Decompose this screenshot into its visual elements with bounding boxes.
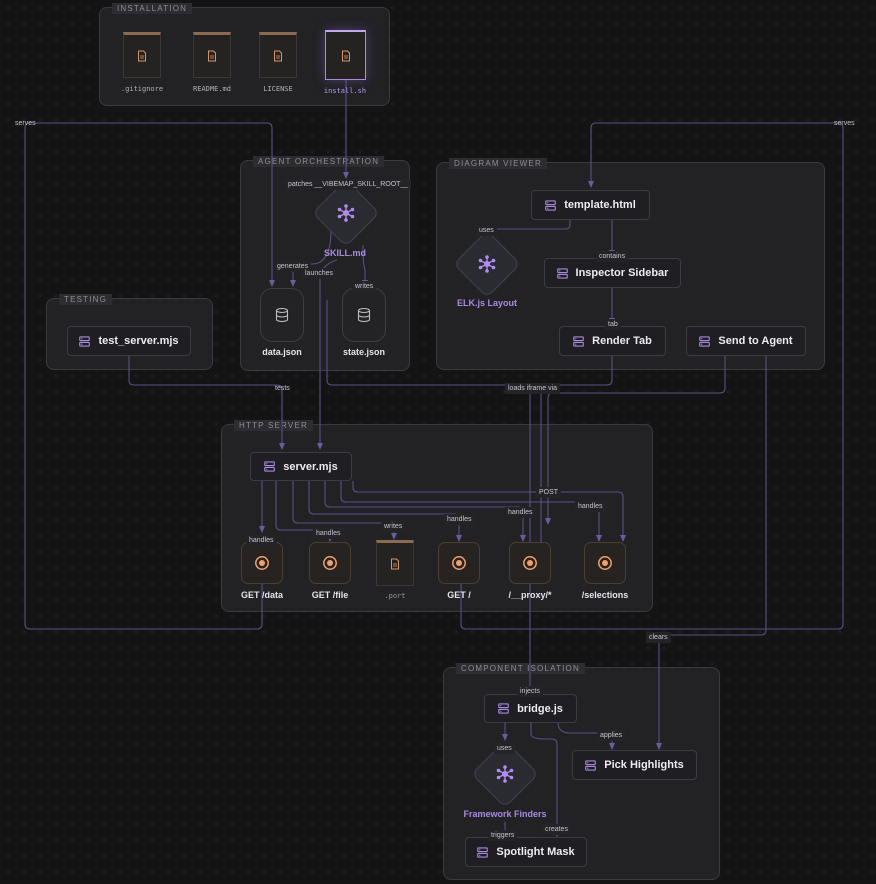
pick-highlights-node[interactable]: Pick Highlights xyxy=(572,750,697,780)
get-root-label: GET / xyxy=(447,590,471,600)
render-tab-node[interactable]: Render Tab xyxy=(559,326,666,356)
state-json-label: state.json xyxy=(342,347,385,357)
group-title-testing: TESTING xyxy=(59,294,113,305)
endpoint-icon xyxy=(522,555,538,571)
server-mjs-node[interactable]: server.mjs xyxy=(250,452,352,481)
bridge-js-node[interactable]: bridge.js xyxy=(484,694,577,723)
file-port-label: .port xyxy=(384,592,406,600)
server-icon xyxy=(477,847,488,858)
spotlight-mask-label: Spotlight Mask xyxy=(496,846,575,858)
get-root-node[interactable] xyxy=(438,542,480,584)
test-server-label: test_server.mjs xyxy=(98,335,179,347)
edge-tests xyxy=(128,356,285,450)
get-file-label: GET /file xyxy=(311,590,349,600)
file-icon xyxy=(206,50,218,62)
edge-loads-iframe xyxy=(538,356,613,572)
edge-writes-state xyxy=(362,244,368,287)
database-icon xyxy=(274,307,290,323)
bridge-js-label: bridge.js xyxy=(517,702,563,715)
elk-label: ELK.js Layout xyxy=(456,298,517,308)
server-icon xyxy=(699,336,710,347)
group-title-http-server: HTTP SERVER xyxy=(234,420,313,431)
data-json-label: data.json xyxy=(262,347,302,357)
file-icon xyxy=(389,558,401,570)
edge-applies xyxy=(557,721,615,750)
edge-selections-extra xyxy=(352,481,626,542)
proxy-label: /__proxy/* xyxy=(508,590,552,600)
edge-handles-proxy xyxy=(324,481,526,542)
selections-node[interactable] xyxy=(584,542,626,584)
file-license[interactable] xyxy=(259,32,297,78)
edge-serves-right xyxy=(460,122,844,630)
render-tab-label: Render Tab xyxy=(592,335,652,347)
send-to-agent-node[interactable]: Send to Agent xyxy=(686,326,806,356)
server-icon xyxy=(545,200,556,211)
edge-uses-elk xyxy=(484,219,571,241)
selections-label: /selections xyxy=(581,590,629,600)
server-mjs-label: server.mjs xyxy=(283,460,338,473)
server-icon xyxy=(585,760,596,771)
group-title-installation: INSTALLATION xyxy=(112,3,193,14)
edge-clears xyxy=(656,356,767,750)
get-data-node[interactable] xyxy=(241,542,283,584)
file-readme-label: README.md xyxy=(193,85,231,93)
file-readme[interactable] xyxy=(193,32,231,78)
hub-icon xyxy=(336,203,356,223)
inspector-sidebar-label: Inspector Sidebar xyxy=(575,267,669,279)
file-install-sh[interactable] xyxy=(325,30,366,80)
get-data-label: GET /data xyxy=(240,590,283,600)
send-to-agent-label: Send to Agent xyxy=(718,335,793,347)
server-icon xyxy=(498,703,509,714)
edge-creates xyxy=(530,722,560,837)
test-server-node[interactable]: test_server.mjs xyxy=(67,326,191,356)
pick-highlights-label: Pick Highlights xyxy=(604,759,684,771)
file-icon xyxy=(136,50,148,62)
file-install-sh-label: install.sh xyxy=(323,87,367,95)
file-icon xyxy=(340,50,352,62)
inspector-sidebar-node[interactable]: Inspector Sidebar xyxy=(544,258,681,288)
server-icon xyxy=(557,268,568,279)
file-gitignore[interactable] xyxy=(123,32,161,78)
get-file-node[interactable] xyxy=(309,542,351,584)
proxy-node[interactable] xyxy=(509,542,551,584)
template-html-node[interactable]: template.html xyxy=(531,190,650,220)
database-icon xyxy=(356,307,372,323)
edge-handles-root xyxy=(308,481,462,542)
edge-post xyxy=(545,356,726,525)
framework-finders-label: Framework Finders xyxy=(463,809,547,819)
server-icon xyxy=(264,461,275,472)
file-icon xyxy=(272,50,284,62)
edge-handles-file xyxy=(275,481,333,542)
template-html-label: template.html xyxy=(564,199,636,211)
spotlight-mask-node[interactable]: Spotlight Mask xyxy=(465,837,587,867)
group-title-component-isolation: COMPONENT ISOLATION xyxy=(456,663,585,674)
file-license-label: LICENSE xyxy=(263,85,293,93)
skill-label: SKILL.md xyxy=(324,248,366,258)
endpoint-icon xyxy=(254,555,270,571)
hub-icon xyxy=(495,764,515,784)
file-gitignore-label: .gitignore xyxy=(120,85,164,93)
edge-generates xyxy=(290,229,332,287)
group-title-agent-orchestration: AGENT ORCHESTRATION xyxy=(253,156,385,167)
edge-handles-selections xyxy=(340,481,602,542)
file-port[interactable] xyxy=(376,540,414,586)
edge-serves-left xyxy=(24,122,275,630)
data-json-node[interactable] xyxy=(260,288,304,342)
hub-icon xyxy=(477,254,497,274)
group-title-diagram-viewer: DIAGRAM VIEWER xyxy=(449,158,547,169)
state-json-node[interactable] xyxy=(342,288,386,342)
server-icon xyxy=(79,336,90,347)
server-icon xyxy=(573,336,584,347)
endpoint-icon xyxy=(597,555,613,571)
endpoint-icon xyxy=(322,555,338,571)
endpoint-icon xyxy=(451,555,467,571)
